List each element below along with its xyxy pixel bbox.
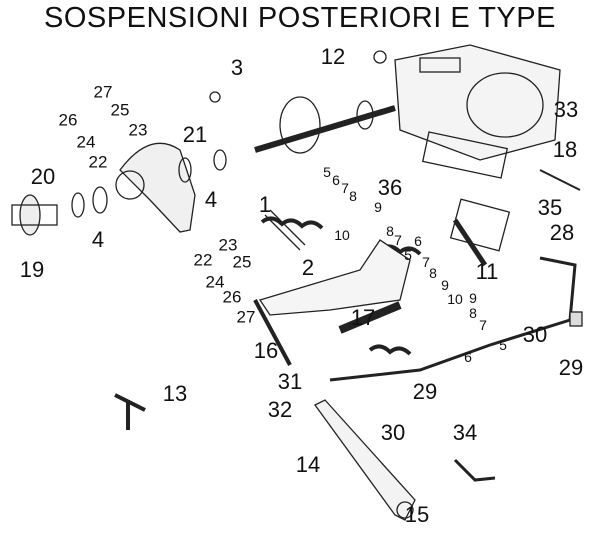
callout-8: 8 xyxy=(349,188,357,204)
wishbone xyxy=(253,239,411,366)
callout-28: 28 xyxy=(549,220,575,245)
callout-15: 15 xyxy=(404,502,430,527)
anti-roll-bar xyxy=(329,256,583,382)
callout-5: 5 xyxy=(323,164,331,180)
callout-30: 30 xyxy=(522,322,548,347)
callout-23: 23 xyxy=(128,120,148,140)
callout-17: 17 xyxy=(350,305,376,330)
callout-19: 19 xyxy=(19,257,45,282)
callout-9: 9 xyxy=(441,277,449,293)
callout-6: 6 xyxy=(464,349,472,365)
callout-7: 7 xyxy=(422,254,430,270)
callout-27: 27 xyxy=(236,307,256,327)
callout-5: 5 xyxy=(499,337,507,353)
subframe-33 xyxy=(394,44,561,161)
callout-8: 8 xyxy=(386,223,394,239)
callout-10: 10 xyxy=(447,291,463,307)
callout-10: 10 xyxy=(334,227,350,243)
drive-shaft xyxy=(254,96,396,154)
callout-26: 26 xyxy=(222,287,242,307)
callout-29: 29 xyxy=(558,355,584,380)
callout-25: 25 xyxy=(110,100,130,120)
callout-21: 21 xyxy=(182,122,208,147)
callout-31: 31 xyxy=(277,369,303,394)
callout-30: 30 xyxy=(380,420,406,445)
small-parts xyxy=(114,50,581,482)
callout-22: 22 xyxy=(193,250,213,270)
callout-35: 35 xyxy=(537,195,563,220)
callout-4: 4 xyxy=(91,227,105,252)
callout-14: 14 xyxy=(295,452,321,477)
callout-25: 25 xyxy=(232,252,252,272)
callout-6: 6 xyxy=(332,172,340,188)
callout-2: 2 xyxy=(301,255,315,280)
callout-26: 26 xyxy=(58,110,78,130)
callout-27: 27 xyxy=(93,82,113,102)
callout-29: 29 xyxy=(412,379,438,404)
callout-11: 11 xyxy=(475,259,499,284)
callout-23: 23 xyxy=(218,235,238,255)
callout-9: 9 xyxy=(469,290,477,306)
hub-carrier xyxy=(11,142,227,236)
callout-5: 5 xyxy=(404,247,412,263)
callout-20: 20 xyxy=(30,164,56,189)
callout-18: 18 xyxy=(552,137,578,162)
callout-32: 32 xyxy=(267,397,293,422)
radius-arm xyxy=(314,399,416,521)
callout-8: 8 xyxy=(429,265,437,281)
callout-7: 7 xyxy=(341,180,349,196)
diagram-title: SOSPENSIONI POSTERIORI E TYPE xyxy=(44,2,556,34)
callout-1: 1 xyxy=(258,192,272,217)
callout-13: 13 xyxy=(162,381,188,406)
callout-36: 36 xyxy=(377,175,403,200)
callout-24: 24 xyxy=(76,132,96,152)
callout-16: 16 xyxy=(253,338,279,363)
callout-9: 9 xyxy=(374,199,382,215)
callout-7: 7 xyxy=(394,232,402,248)
callout-24: 24 xyxy=(205,272,225,292)
callout-22: 22 xyxy=(88,152,108,172)
callout-8: 8 xyxy=(469,305,477,321)
callout-12: 12 xyxy=(320,44,346,69)
callout-6: 6 xyxy=(414,233,422,249)
callout-34: 34 xyxy=(452,420,478,445)
callout-3: 3 xyxy=(230,55,244,80)
callout-33: 33 xyxy=(553,97,579,122)
callout-7: 7 xyxy=(479,317,487,333)
callout-4: 4 xyxy=(204,187,218,212)
